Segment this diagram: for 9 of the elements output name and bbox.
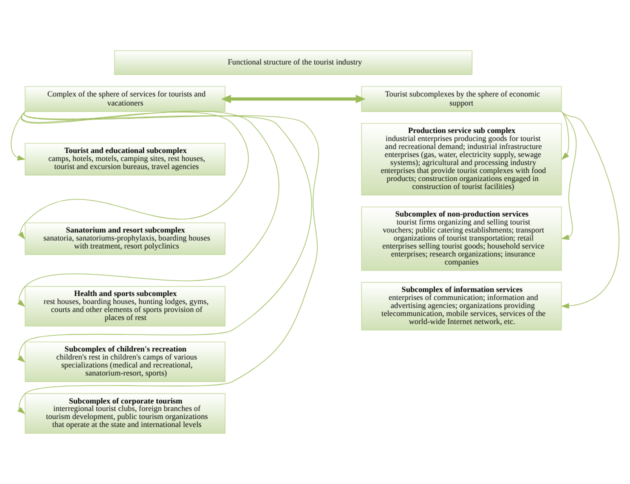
arrow	[17, 110, 280, 307]
arrow	[561, 111, 577, 240]
arrow	[18, 111, 249, 240]
arrow	[17, 111, 312, 362]
arrow	[561, 111, 570, 160]
arrow	[17, 111, 320, 414]
arrow	[561, 111, 620, 309]
arrow	[221, 94, 366, 104]
arrow	[10, 111, 26, 161]
